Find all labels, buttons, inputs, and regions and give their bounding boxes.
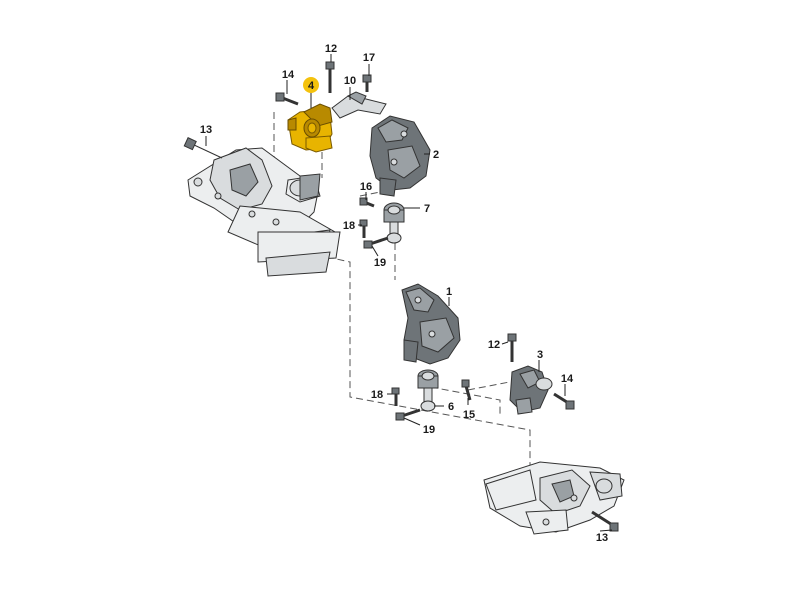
bolt-17 (362, 74, 372, 92)
stop-part-7 (383, 202, 405, 244)
bolt-19-bottom (395, 408, 421, 421)
callout-19-bottom[interactable]: 19 (423, 424, 435, 436)
bolt-18-bottom (391, 387, 400, 406)
engine-support-part-1 (401, 283, 461, 365)
bolt-12-bottom (507, 333, 517, 362)
bolt-16 (359, 197, 375, 208)
front-subframe-left (187, 147, 341, 277)
callout-16[interactable]: 16 (360, 181, 372, 193)
bolt-14-top (275, 92, 299, 106)
stop-part-6 (417, 369, 439, 412)
bracket-part-2 (369, 115, 431, 197)
callout-2[interactable]: 2 (433, 149, 439, 161)
callout-19-top[interactable]: 19 (374, 257, 386, 269)
bolt-19-top (363, 236, 389, 249)
engine-mount-part-4[interactable] (287, 103, 333, 153)
callout-14-top[interactable]: 14 (282, 69, 295, 81)
callout-10[interactable]: 10 (344, 75, 356, 87)
callout-3[interactable]: 3 (537, 349, 543, 361)
callout-7[interactable]: 7 (424, 203, 430, 215)
callout-4[interactable]: 4 (308, 80, 315, 92)
callout-1[interactable]: 1 (446, 286, 452, 298)
callout-18-top[interactable]: 18 (343, 220, 355, 232)
callout-12-bottom[interactable]: 12 (488, 339, 500, 351)
callout-17[interactable]: 17 (363, 52, 375, 64)
bolt-15 (461, 379, 472, 401)
callout-6[interactable]: 6 (448, 401, 454, 413)
callout-12-top[interactable]: 12 (325, 43, 337, 55)
callout-18-bottom[interactable]: 18 (371, 389, 383, 401)
bolt-12-top (325, 61, 335, 93)
bolt-14-bottom (553, 392, 575, 410)
bolt-13-top (183, 137, 223, 159)
callout-labels: 13 14 4 12 10 17 2 16 7 18 19 1 12 3 14 … (200, 43, 608, 544)
callout-15[interactable]: 15 (463, 409, 475, 421)
bracket-part-10 (331, 91, 387, 119)
callout-13-top[interactable]: 13 (200, 124, 212, 136)
bolt-18-top (359, 219, 368, 238)
callout-14-bottom[interactable]: 14 (561, 373, 574, 385)
highlight-badge (303, 77, 319, 93)
rear-subframe-right (483, 461, 625, 535)
bolt-13-bottom (591, 510, 619, 532)
gearbox-mount-part-3 (509, 365, 553, 415)
leader-lines (205, 54, 613, 532)
callout-13-bottom[interactable]: 13 (596, 532, 608, 544)
